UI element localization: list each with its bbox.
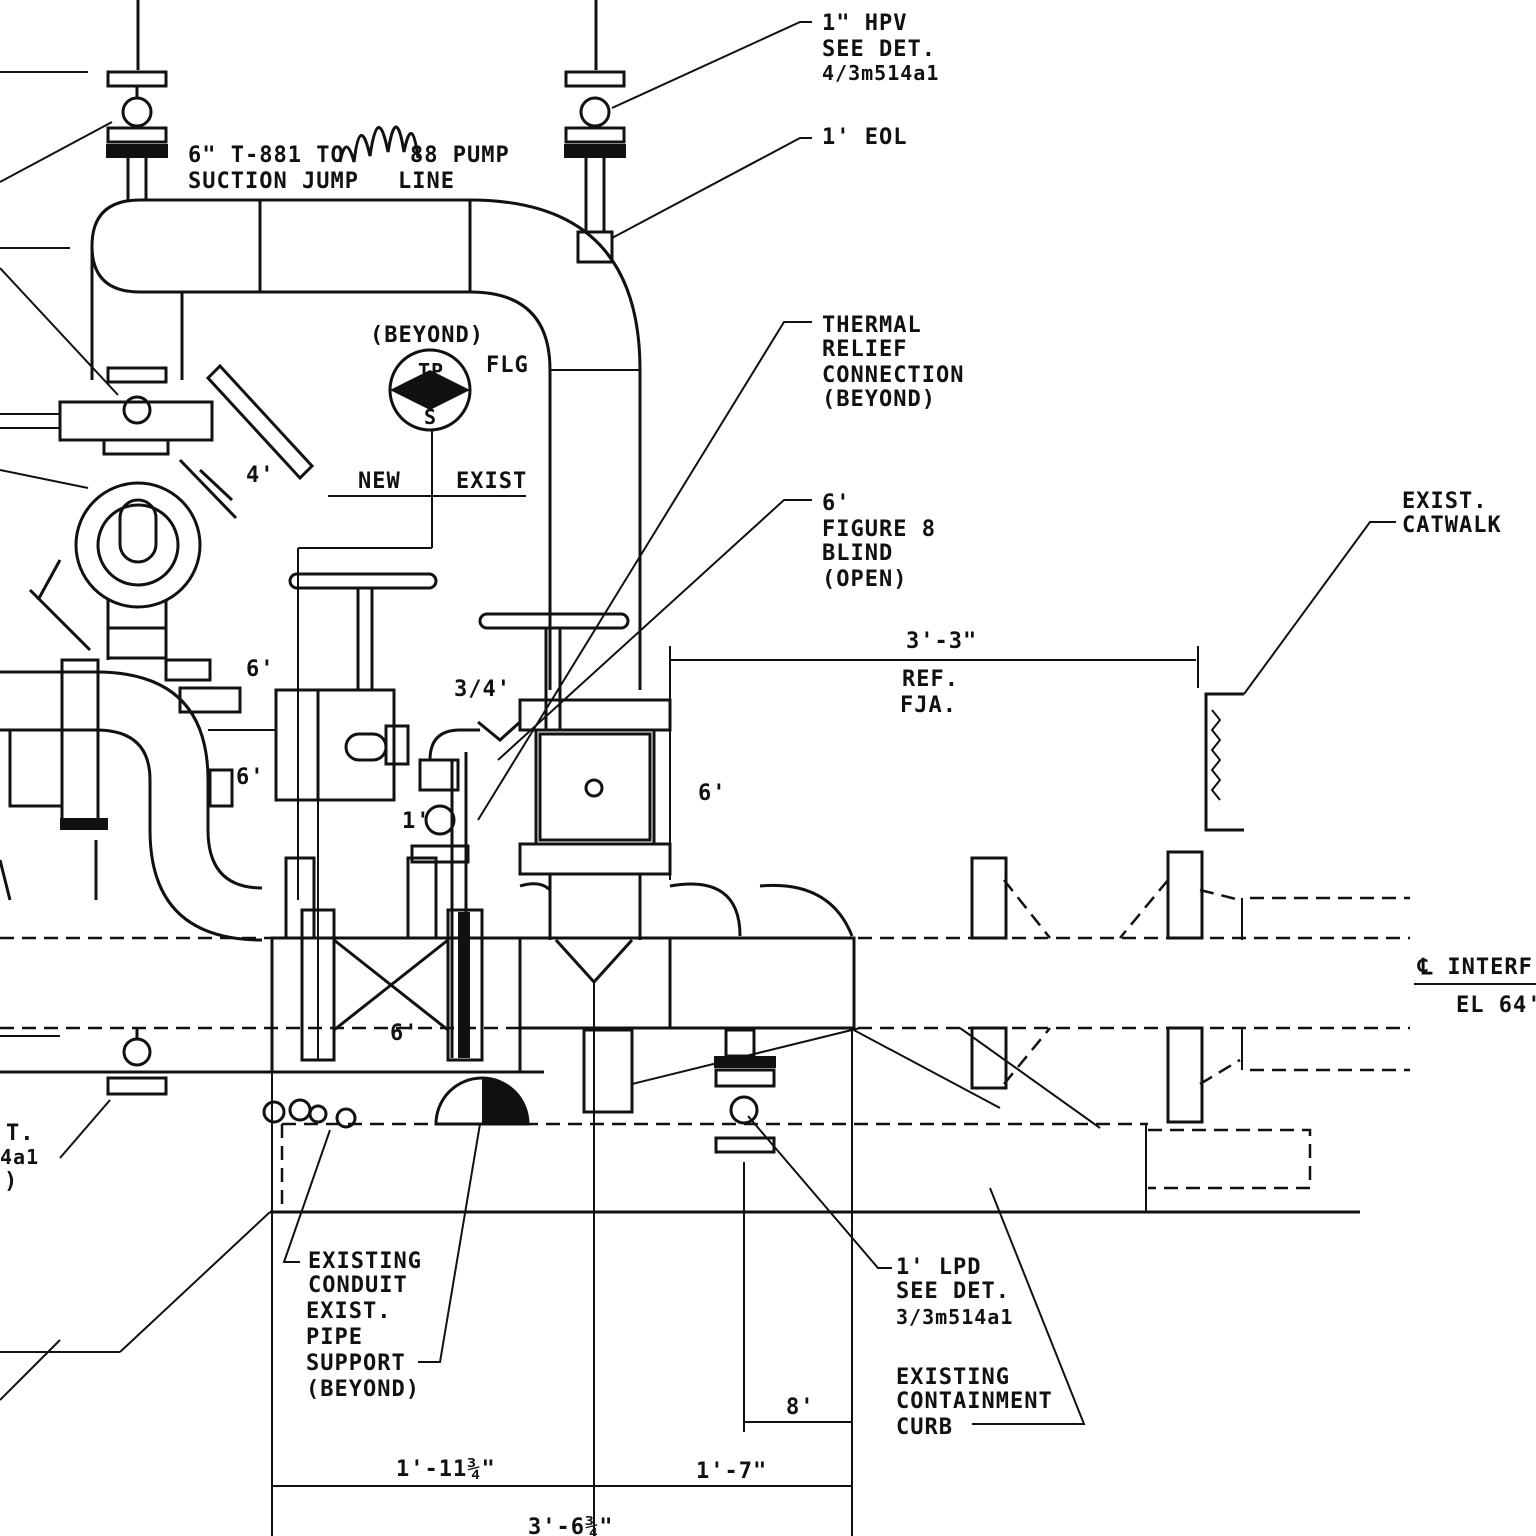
lpd-valve xyxy=(714,1028,776,1432)
one-inch-label: 1' xyxy=(402,809,431,834)
figure8-label-1: 6' xyxy=(822,491,851,516)
figure8-label-2: FIGURE 8 xyxy=(822,517,936,542)
pipe-support-label-1: EXIST. xyxy=(306,1299,391,1324)
dim-339-label: 3'-3" xyxy=(906,629,977,654)
catwalk-label-1: EXIST. xyxy=(1402,489,1487,514)
lpd-label-1: 1' LPD xyxy=(896,1255,981,1280)
pipe-support-label-3: SUPPORT xyxy=(306,1351,406,1376)
catwalk-channel xyxy=(1204,692,1244,832)
el-label: EL 64' xyxy=(1456,993,1536,1018)
pipe-support-label-4: (BEYOND) xyxy=(306,1377,420,1402)
flg-label: FLG xyxy=(486,353,529,378)
pump-line-label-1: 88 PUMP xyxy=(410,143,510,168)
lpd-label-2: SEE DET. xyxy=(896,1279,1010,1304)
six-label-d: 6' xyxy=(390,1021,419,1046)
top-left-valve xyxy=(106,70,168,200)
tp-label: TP xyxy=(418,359,444,383)
figure8-label-3: BLIND xyxy=(822,541,893,566)
thermal-label-3: CONNECTION xyxy=(822,363,964,388)
hpv-label-1: 1" HPV xyxy=(822,11,907,36)
dim-1113-label: 1'-11¾" xyxy=(396,1457,496,1482)
left-det-label-3: ) xyxy=(4,1169,18,1194)
six-label-a: 6' xyxy=(246,657,275,682)
pump-line-label-2: LINE xyxy=(398,169,455,194)
hpv-label-2: SEE DET. xyxy=(822,37,936,62)
main-pipe-run xyxy=(0,856,1410,1536)
conduit-label-1: EXISTING xyxy=(308,1249,422,1274)
tp-s-label: S xyxy=(424,405,437,429)
eight-label: 8' xyxy=(786,1395,815,1420)
exist-label: EXIST xyxy=(456,469,527,494)
conduit-label-2: CONDUIT xyxy=(308,1273,408,1298)
curb-label-2: CONTAINMENT xyxy=(896,1389,1053,1414)
lpd-label-3: 3/3m514a1 xyxy=(896,1305,1013,1329)
tp-gauge-icon xyxy=(388,348,472,432)
three-quarter-label: 3/4' xyxy=(454,677,511,702)
existing-supports-right xyxy=(849,850,1410,1129)
beyond-label: (BEYOND) xyxy=(370,323,484,348)
fja-label: FJA. xyxy=(900,693,957,718)
six-label-b: 6' xyxy=(236,765,265,790)
four-inch-label: 4' xyxy=(246,463,275,488)
suction-jump-pipe xyxy=(90,198,642,690)
curb-label-3: CURB xyxy=(896,1415,953,1440)
top-right-valve xyxy=(564,70,626,264)
lower-left-valve xyxy=(106,1028,168,1096)
thermal-label-2: RELIEF xyxy=(822,337,907,362)
thermal-label-4: (BEYOND) xyxy=(822,387,936,412)
existing-pipe-support xyxy=(434,1076,530,1126)
catwalk-label-2: CATWALK xyxy=(1402,513,1502,538)
hpv-label-3: 4/3m514a1 xyxy=(822,61,939,85)
new-label: NEW xyxy=(358,469,401,494)
left-det-label-1: T. xyxy=(6,1121,35,1146)
thermal-label-1: THERMAL xyxy=(822,313,922,338)
eol-label: 1' EOL xyxy=(822,125,907,150)
curb-label-1: EXISTING xyxy=(896,1365,1010,1390)
interf-label: ℄ INTERF xyxy=(1417,955,1533,980)
existing-conduit xyxy=(262,1098,357,1129)
pump-discharge-elbow xyxy=(0,658,276,942)
suction-label-2: SUCTION JUMP xyxy=(188,169,359,194)
ref-label: REF. xyxy=(902,667,959,692)
left-det-label-2: 4a1 xyxy=(0,1145,39,1169)
figure8-label-4: (OPEN) xyxy=(822,567,907,592)
dim-17-label: 1'-7" xyxy=(696,1459,767,1484)
dim-bottom-label: 3'-6¾" xyxy=(528,1515,613,1536)
left-gate-valve xyxy=(0,363,315,660)
center-gate-valve xyxy=(274,430,438,1060)
six-label-c: 6' xyxy=(698,781,727,806)
suction-label-1: 6" T-881 TO xyxy=(188,143,345,168)
pipe-support-label-2: PIPE xyxy=(306,1325,363,1350)
